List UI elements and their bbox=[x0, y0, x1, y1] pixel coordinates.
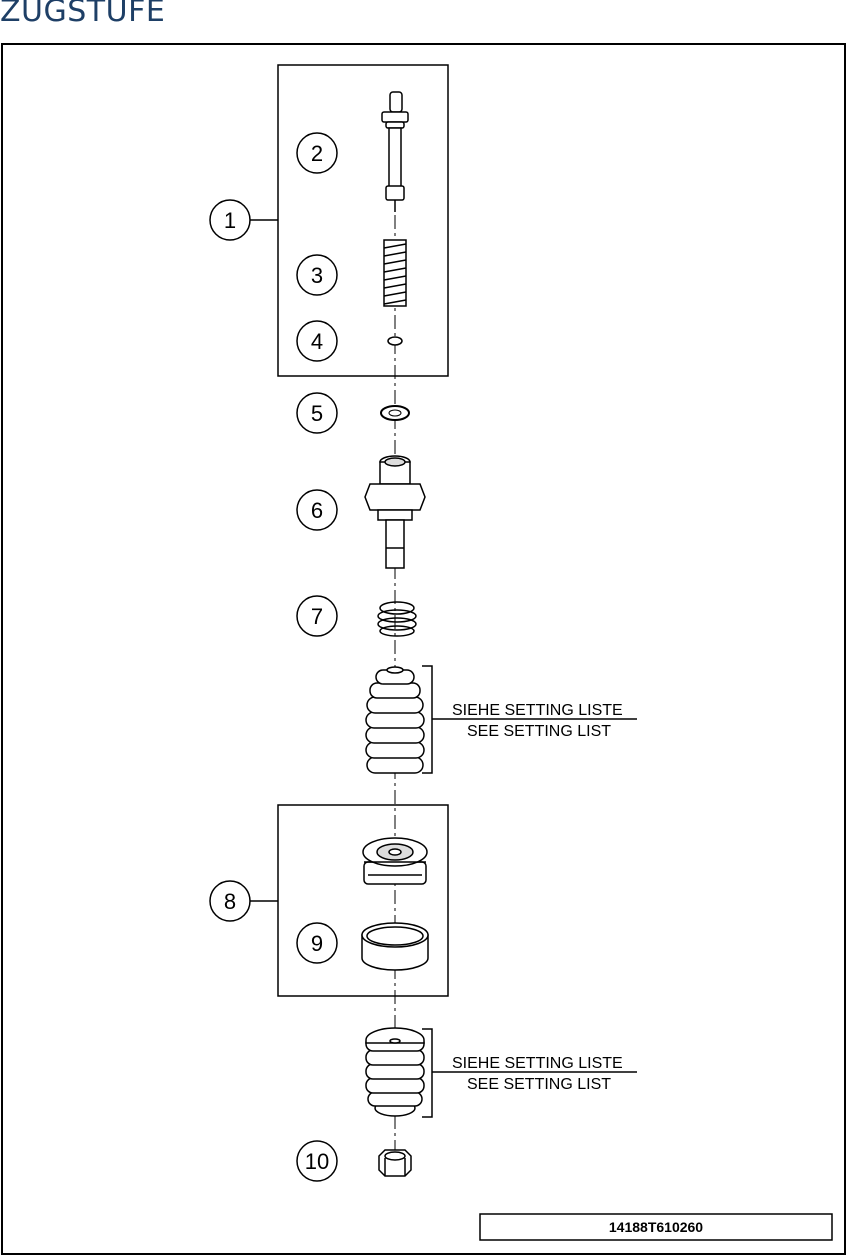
callout-4-label: 4 bbox=[311, 329, 323, 354]
callout-10: 10 bbox=[296, 1140, 338, 1182]
callout-7: 7 bbox=[296, 595, 338, 637]
part-washer bbox=[380, 405, 410, 421]
callout-1-label: 1 bbox=[224, 208, 236, 233]
note-text-en-lower: SEE SETTING LIST bbox=[467, 1076, 611, 1093]
note-text-en-upper: SEE SETTING LIST bbox=[467, 723, 611, 740]
part-valve-body bbox=[364, 455, 426, 569]
shim-stack-lower bbox=[365, 1027, 425, 1117]
part-piston-ring bbox=[361, 922, 429, 971]
part-oring-small bbox=[387, 336, 403, 346]
diagram-frame bbox=[1, 43, 846, 1255]
note-text-de-upper: SIEHE SETTING LISTE bbox=[452, 702, 623, 719]
callout-9-label: 9 bbox=[311, 931, 323, 956]
note-bracket-lower bbox=[422, 1028, 637, 1118]
callout-1: 1 bbox=[209, 199, 251, 241]
callout-3-label: 3 bbox=[311, 263, 323, 288]
callout-2: 2 bbox=[296, 132, 338, 174]
part-spring-small bbox=[383, 239, 407, 307]
callout-4: 4 bbox=[296, 320, 338, 362]
callout-3: 3 bbox=[296, 254, 338, 296]
callout-9: 9 bbox=[296, 922, 338, 964]
shim-stack-upper bbox=[365, 666, 425, 774]
part-needle bbox=[381, 91, 409, 212]
note-bracket-upper bbox=[422, 665, 637, 774]
callout-2-label: 2 bbox=[311, 141, 323, 166]
callout-5: 5 bbox=[296, 392, 338, 434]
part-piston bbox=[362, 837, 428, 885]
callout-7-label: 7 bbox=[311, 604, 323, 629]
page-title: ZUGSTUFE bbox=[0, 0, 166, 29]
callout-8-label: 8 bbox=[224, 889, 236, 914]
callout-6: 6 bbox=[296, 489, 338, 531]
note-text-de-lower: SIEHE SETTING LISTE bbox=[452, 1055, 623, 1072]
callout-10-label: 10 bbox=[305, 1149, 329, 1174]
part-spring-coil bbox=[377, 601, 417, 637]
doc-number: 14188T610260 bbox=[609, 1219, 703, 1235]
part-nut bbox=[378, 1149, 412, 1177]
callout-8: 8 bbox=[209, 880, 251, 922]
callout-6-label: 6 bbox=[311, 498, 323, 523]
doc-number-box bbox=[479, 1213, 833, 1241]
assembly-box-8 bbox=[277, 804, 449, 997]
callout-5-label: 5 bbox=[311, 401, 323, 426]
